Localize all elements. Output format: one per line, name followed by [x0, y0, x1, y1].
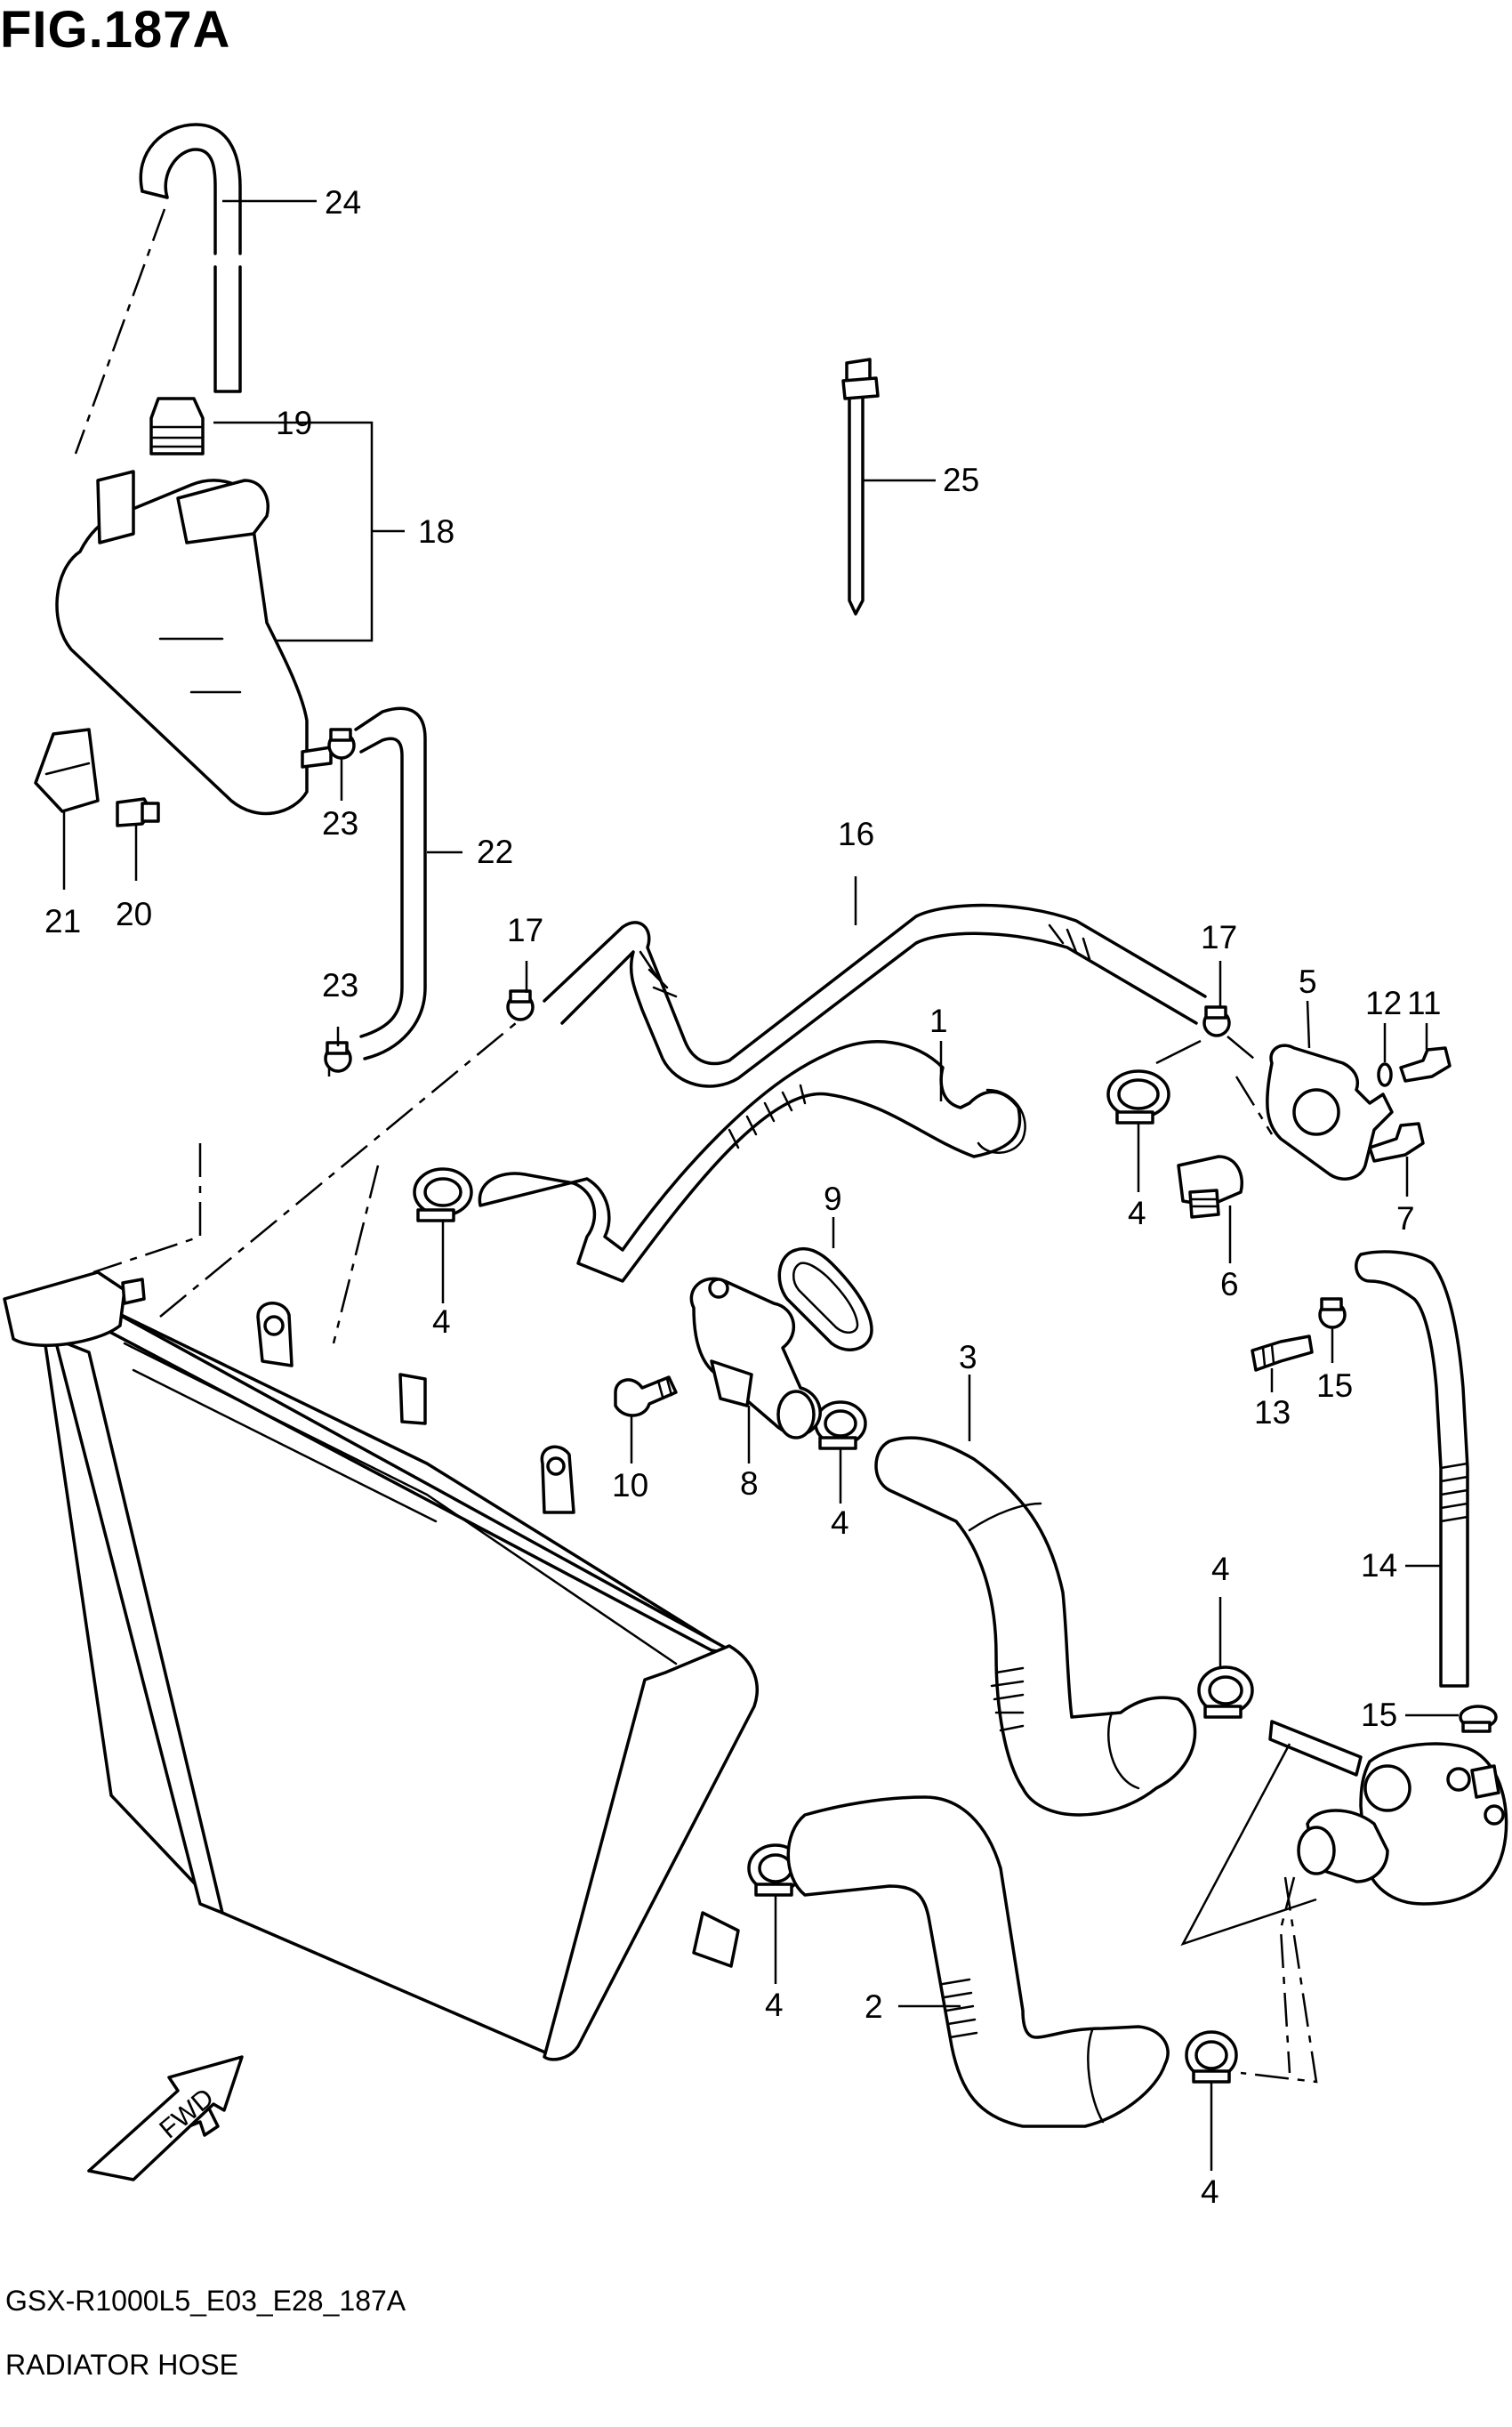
pump-dash [1240, 1876, 1318, 2084]
callout-4-d: 4 [1211, 1551, 1230, 1587]
callout-14: 14 [1361, 1547, 1397, 1584]
radiator-hose-3[interactable] [874, 1436, 1197, 1817]
washer-12[interactable] [1377, 1062, 1393, 1087]
radiator-hose-1[interactable] [478, 1040, 1026, 1283]
clamp-4-c[interactable] [814, 1400, 867, 1450]
callout-15-a: 15 [1316, 1367, 1353, 1404]
figure-title: FIG.187A [0, 1, 231, 59]
callout-22: 22 [477, 834, 513, 870]
callout-18: 18 [418, 513, 454, 550]
callout-23-b: 23 [322, 967, 358, 1004]
callout-4-e: 4 [765, 1987, 784, 2023]
callout-4-a: 4 [432, 1303, 451, 1340]
o-ring-9[interactable] [777, 1247, 873, 1351]
tank-to-hose-dashline [74, 208, 166, 455]
callout-13: 13 [1254, 1394, 1291, 1431]
reservoir-cap-19[interactable] [149, 397, 205, 456]
callout-3: 3 [959, 1339, 977, 1375]
callout-1: 1 [929, 1003, 948, 1039]
clamp-15-lower[interactable] [1459, 1705, 1498, 1733]
reserve-tank-18[interactable] [55, 470, 333, 816]
thermostat-6[interactable] [1177, 1155, 1243, 1219]
callout-2: 2 [865, 1988, 883, 2025]
clamp-4-d[interactable] [1197, 1665, 1254, 1719]
callout-11: 11 [1407, 985, 1441, 1021]
callout-labels: 1 2 3 4 4 4 4 4 4 5 6 7 8 9 10 11 12 13 … [44, 184, 1441, 2210]
clamp-4-b[interactable] [1106, 1069, 1170, 1125]
callout-24: 24 [325, 184, 361, 221]
callout-16: 16 [838, 816, 874, 852]
clamp-23-upper[interactable] [327, 728, 356, 760]
figure-code: GSX-R1000L5_E03_E28_187A [5, 2285, 406, 2317]
callout-4-c: 4 [831, 1504, 849, 1541]
callout-4-f: 4 [1201, 2173, 1219, 2210]
radiator-cap[interactable] [3, 1270, 146, 1347]
hose-14[interactable] [1355, 1250, 1469, 1688]
radiator-dash-2 [159, 1022, 517, 1318]
callout-19: 19 [276, 405, 312, 441]
bypass-hose-16[interactable] [543, 903, 1207, 1088]
callout-4-b: 4 [1128, 1195, 1146, 1231]
clamp-17-right[interactable] [1202, 1005, 1231, 1037]
radiator[interactable] [43, 1302, 759, 2061]
radiator-dash-1 [92, 1143, 202, 1274]
tank-hose-22[interactable] [354, 706, 427, 1060]
bolt-11[interactable] [1399, 1046, 1452, 1083]
water-pump[interactable] [1268, 1720, 1508, 1906]
bolt-20[interactable] [116, 797, 160, 827]
callout-10: 10 [612, 1467, 648, 1504]
callout-12: 12 [1365, 985, 1402, 1021]
pump-bracket [1180, 1743, 1317, 1947]
cable-tie-25[interactable] [841, 358, 880, 616]
water-outlet-8[interactable] [689, 1277, 822, 1439]
callout-6: 6 [1220, 1266, 1239, 1302]
callout-9: 9 [824, 1181, 842, 1217]
figure-caption: RADIATOR HOSE [5, 2349, 238, 2381]
clamp-15-upper[interactable] [1318, 1297, 1347, 1329]
fwd-arrow: FWD [87, 2055, 244, 2181]
fitting-13[interactable] [1251, 1334, 1314, 1372]
bracket-18-19 [213, 421, 405, 642]
callout-15-b: 15 [1361, 1697, 1397, 1733]
radiator-hose-2[interactable] [786, 1795, 1170, 2128]
clamp-17-left[interactable] [506, 989, 535, 1021]
clamp-radiator-dash [332, 1165, 380, 1344]
callout-23-a: 23 [322, 805, 358, 842]
callout-7: 7 [1396, 1200, 1415, 1237]
thermo-dash [1226, 1036, 1274, 1135]
thermostat-cover-5[interactable] [1266, 1044, 1394, 1181]
callout-17-b: 17 [1201, 919, 1237, 955]
overflow-hose-24[interactable] [139, 123, 242, 393]
callout-25: 25 [943, 462, 979, 498]
callout-21: 21 [44, 903, 81, 939]
label-sticker-21[interactable] [34, 728, 100, 813]
bolt-7[interactable] [1368, 1122, 1425, 1163]
callout-5: 5 [1299, 964, 1317, 1000]
clamp-4-a[interactable] [413, 1167, 473, 1222]
clamp-23-lower[interactable] [324, 1041, 352, 1073]
callout-20: 20 [116, 896, 152, 932]
callout-8: 8 [740, 1465, 759, 1502]
callout-17-a: 17 [507, 912, 543, 948]
bolt-10[interactable] [614, 1375, 678, 1417]
clamp-4-f[interactable] [1185, 2030, 1238, 2084]
